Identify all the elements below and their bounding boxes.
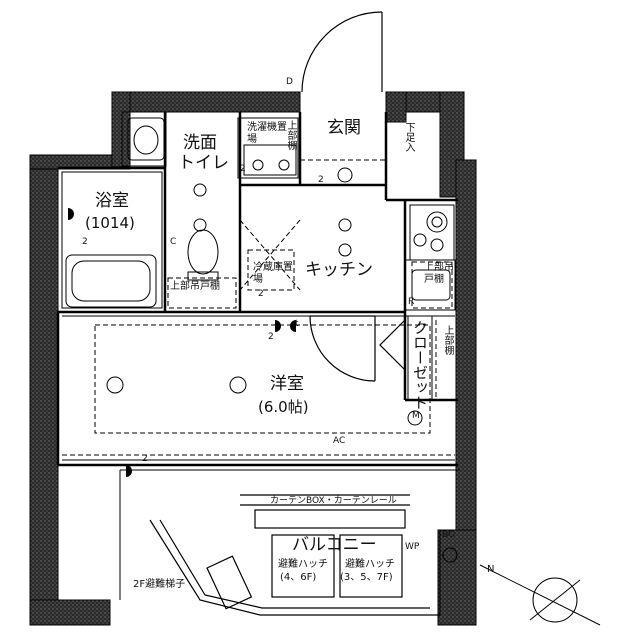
circuit-2-b: 2 bbox=[268, 332, 274, 342]
kitchen-label: キッチン bbox=[305, 260, 373, 280]
hatch-a-floors: (4、6F) bbox=[280, 572, 317, 583]
bo-symbol: BO bbox=[442, 530, 456, 540]
bath-label: 浴室 bbox=[95, 191, 129, 211]
entrance-label: 玄関 bbox=[327, 118, 361, 138]
western-room-size-label: (6.0帖) bbox=[258, 398, 309, 416]
r-symbol: R bbox=[408, 297, 415, 307]
fixtures bbox=[65, 117, 601, 626]
circuit-2-a: 2 bbox=[318, 175, 324, 185]
washroom-label: 洗面 bbox=[183, 133, 217, 153]
balcony bbox=[149, 494, 441, 616]
ladder-label: 2F避難梯子 bbox=[133, 579, 186, 590]
outlet-symbols bbox=[68, 208, 296, 477]
upper-shelf-label: 上部棚 bbox=[285, 120, 296, 150]
toilet-label: トイレ bbox=[178, 153, 229, 173]
hatch-b-floors: (3、5、7F) bbox=[340, 572, 393, 583]
wp-symbol: WP bbox=[405, 542, 420, 552]
d-symbol: D bbox=[286, 77, 293, 87]
curtain-label: カーテンBOX・カーテンレール bbox=[270, 496, 397, 506]
dashed-lines bbox=[62, 159, 455, 456]
upper-storage-kitchen-label: 上部吊戸棚 bbox=[424, 262, 454, 285]
wall-outlines bbox=[61, 111, 460, 600]
shoe-box-label: 下足入 bbox=[403, 122, 414, 152]
upper-storage-label: 上部吊戸棚 bbox=[170, 281, 220, 292]
north-symbol: N bbox=[487, 564, 495, 575]
circuit-2-c: 2 bbox=[142, 454, 148, 464]
circuit-2-d: 2 bbox=[240, 164, 246, 174]
circuit-2-f: 2 bbox=[82, 237, 88, 247]
hatch-a-title: 避難ハッチ bbox=[278, 559, 328, 570]
balcony-label: バルコニー bbox=[292, 535, 377, 555]
doors bbox=[299, 11, 406, 382]
t-symbol: t bbox=[295, 319, 299, 329]
c-symbol: C bbox=[170, 237, 177, 247]
hatch-b-title: 避難ハッチ bbox=[345, 559, 395, 570]
closet-shelf-label: 上部棚 bbox=[442, 325, 453, 355]
western-room-label: 洋室 bbox=[270, 374, 304, 394]
circuit-2-e: 2 bbox=[258, 289, 264, 299]
fridge-label: 冷蔵庫置場 bbox=[253, 262, 293, 285]
closet-label: クローゼット bbox=[411, 320, 429, 410]
laundry-label: 洗濯機置場 bbox=[247, 122, 287, 145]
bath-size-label: (1014) bbox=[85, 214, 135, 232]
m-symbol: M bbox=[412, 411, 420, 421]
ac-symbol: AC bbox=[333, 436, 346, 446]
exterior-walls bbox=[29, 91, 477, 626]
